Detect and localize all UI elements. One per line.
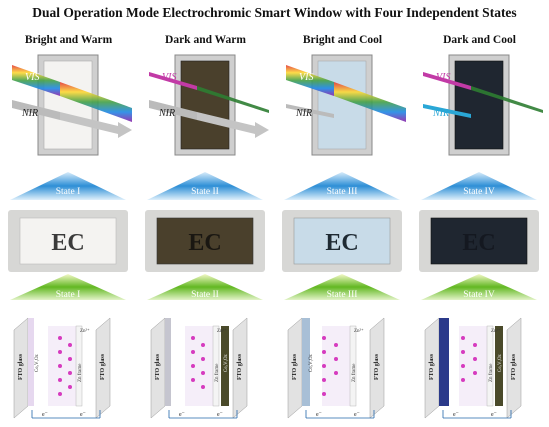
vis-label: VIS [299,72,313,83]
ceria-label: CeₓVᵧOz [224,353,229,372]
zn-label: Zn frame [489,363,494,382]
zn-label: Zn frame [215,363,220,382]
state-arrow-down [421,274,537,300]
zn-label: Zn frame [78,363,83,382]
device-schematic: FTO glass CeₓVᵧOz Zn frame FTO glass Zn²… [13,317,111,419]
state-label: State III [327,187,358,197]
vis-beam [12,65,132,122]
zn-ion-label: Zn²⁺ [491,328,501,334]
ceria-label: CeₓVᵧOz [309,353,314,372]
state-label-2: State I [56,290,81,300]
fto-label-right: FTO glass [237,353,243,380]
ceria-label: CeₓVᵧOz [498,353,503,372]
nir-beam [423,104,471,118]
state-label-2: State III [327,290,358,300]
panel-illustration: VIS NIR State I EC State I FTO glass Ceₓ… [8,54,132,419]
device-schematic: FTO glass Zn frame CeₓVᵧOz FTO glass Zn²… [150,317,248,419]
fto-label-right: FTO glass [511,353,517,380]
panel-label: Bright and Cool [302,34,383,46]
electron-label-2: e⁻ [217,412,223,418]
zn-ion-label: Zn²⁺ [217,328,227,334]
window-frame [448,54,510,156]
ceria-label: CeₓVᵧOz [35,353,40,372]
nir-label: NIR [21,108,38,119]
electron-label-2: e⁻ [354,412,360,418]
state-arrow-down [284,274,400,300]
state-label-2: State IV [463,290,495,300]
panel-label: Dark and Warm [165,34,246,46]
nir-label: NIR [158,108,175,119]
fto-label-left: FTO glass [155,353,161,380]
vis-beam [149,72,197,90]
nir-beam [149,100,197,120]
window-glass [454,60,504,150]
fto-label-left: FTO glass [429,353,435,380]
zn-label: Zn frame [352,363,357,382]
fto-label-right: FTO glass [374,353,380,380]
panel-illustration: VIS NIR State III EC State III FTO glass… [282,54,406,419]
window-glass [43,60,93,150]
ec-label: EC [188,230,221,256]
panel-dark-warm: Dark and Warm VIS NIR State II EC State … [137,0,274,427]
state-label: State IV [463,187,495,197]
state-arrow-down [147,274,263,300]
electron-label-2: e⁻ [80,412,86,418]
vis-beam [423,72,471,90]
state-label: State II [191,187,219,197]
figure-title: Dual Operation Mode Electrochromic Smart… [32,5,517,20]
state-label: State I [56,187,81,197]
vis-label: VIS [436,72,450,83]
panel-illustration: VIS NIR State II EC State II FTO glass Z… [145,54,269,419]
panel-label: Dark and Cool [443,34,516,46]
state-label-2: State II [191,290,219,300]
ec-label: EC [325,230,358,256]
state-arrow-up [147,172,263,200]
nir-beam [286,104,334,118]
fto-label-right: FTO glass [100,353,106,380]
electron-label: e⁻ [42,412,48,418]
ec-label: EC [51,230,84,256]
state-arrow-up [284,172,400,200]
panel-illustration: VIS NIR State IV EC State IV FTO glass Z… [419,54,543,419]
electron-label: e⁻ [179,412,185,418]
state-arrow-up [10,172,126,200]
vis-label: VIS [25,72,39,83]
electron-label: e⁻ [316,412,322,418]
nir-beam [12,100,60,120]
state-arrow-up [421,172,537,200]
panel-bright-cool: Bright and Cool VIS NIR State III EC Sta… [274,0,411,427]
zn-ion-label: Zn²⁺ [354,328,364,334]
electron-label: e⁻ [453,412,459,418]
zn-ion-label: Zn²⁺ [80,328,90,334]
nir-label: NIR [432,108,449,119]
vis-label: VIS [162,72,176,83]
nir-label: NIR [295,108,312,119]
panel-bright-warm: Bright and Warm VIS NIR State I EC [0,0,137,427]
panel-label: Bright and Warm [24,34,113,46]
window-glass [180,60,230,150]
electron-label-2: e⁻ [491,412,497,418]
ec-label: EC [462,230,495,256]
device-schematic: FTO glass Zn frame CeₓVᵧOz FTO glass Zn²… [424,317,522,419]
panel-dark-cool: Dark and Cool VIS NIR State IV EC State … [411,0,548,427]
vis-beam [286,65,406,122]
state-arrow-down [10,274,126,300]
fto-label-left: FTO glass [18,353,24,380]
window-frame [174,54,236,156]
device-schematic: FTO glass CeₓVᵧOz Zn frame FTO glass Zn²… [287,317,385,419]
fto-label-left: FTO glass [292,353,298,380]
window-glass [317,60,367,150]
